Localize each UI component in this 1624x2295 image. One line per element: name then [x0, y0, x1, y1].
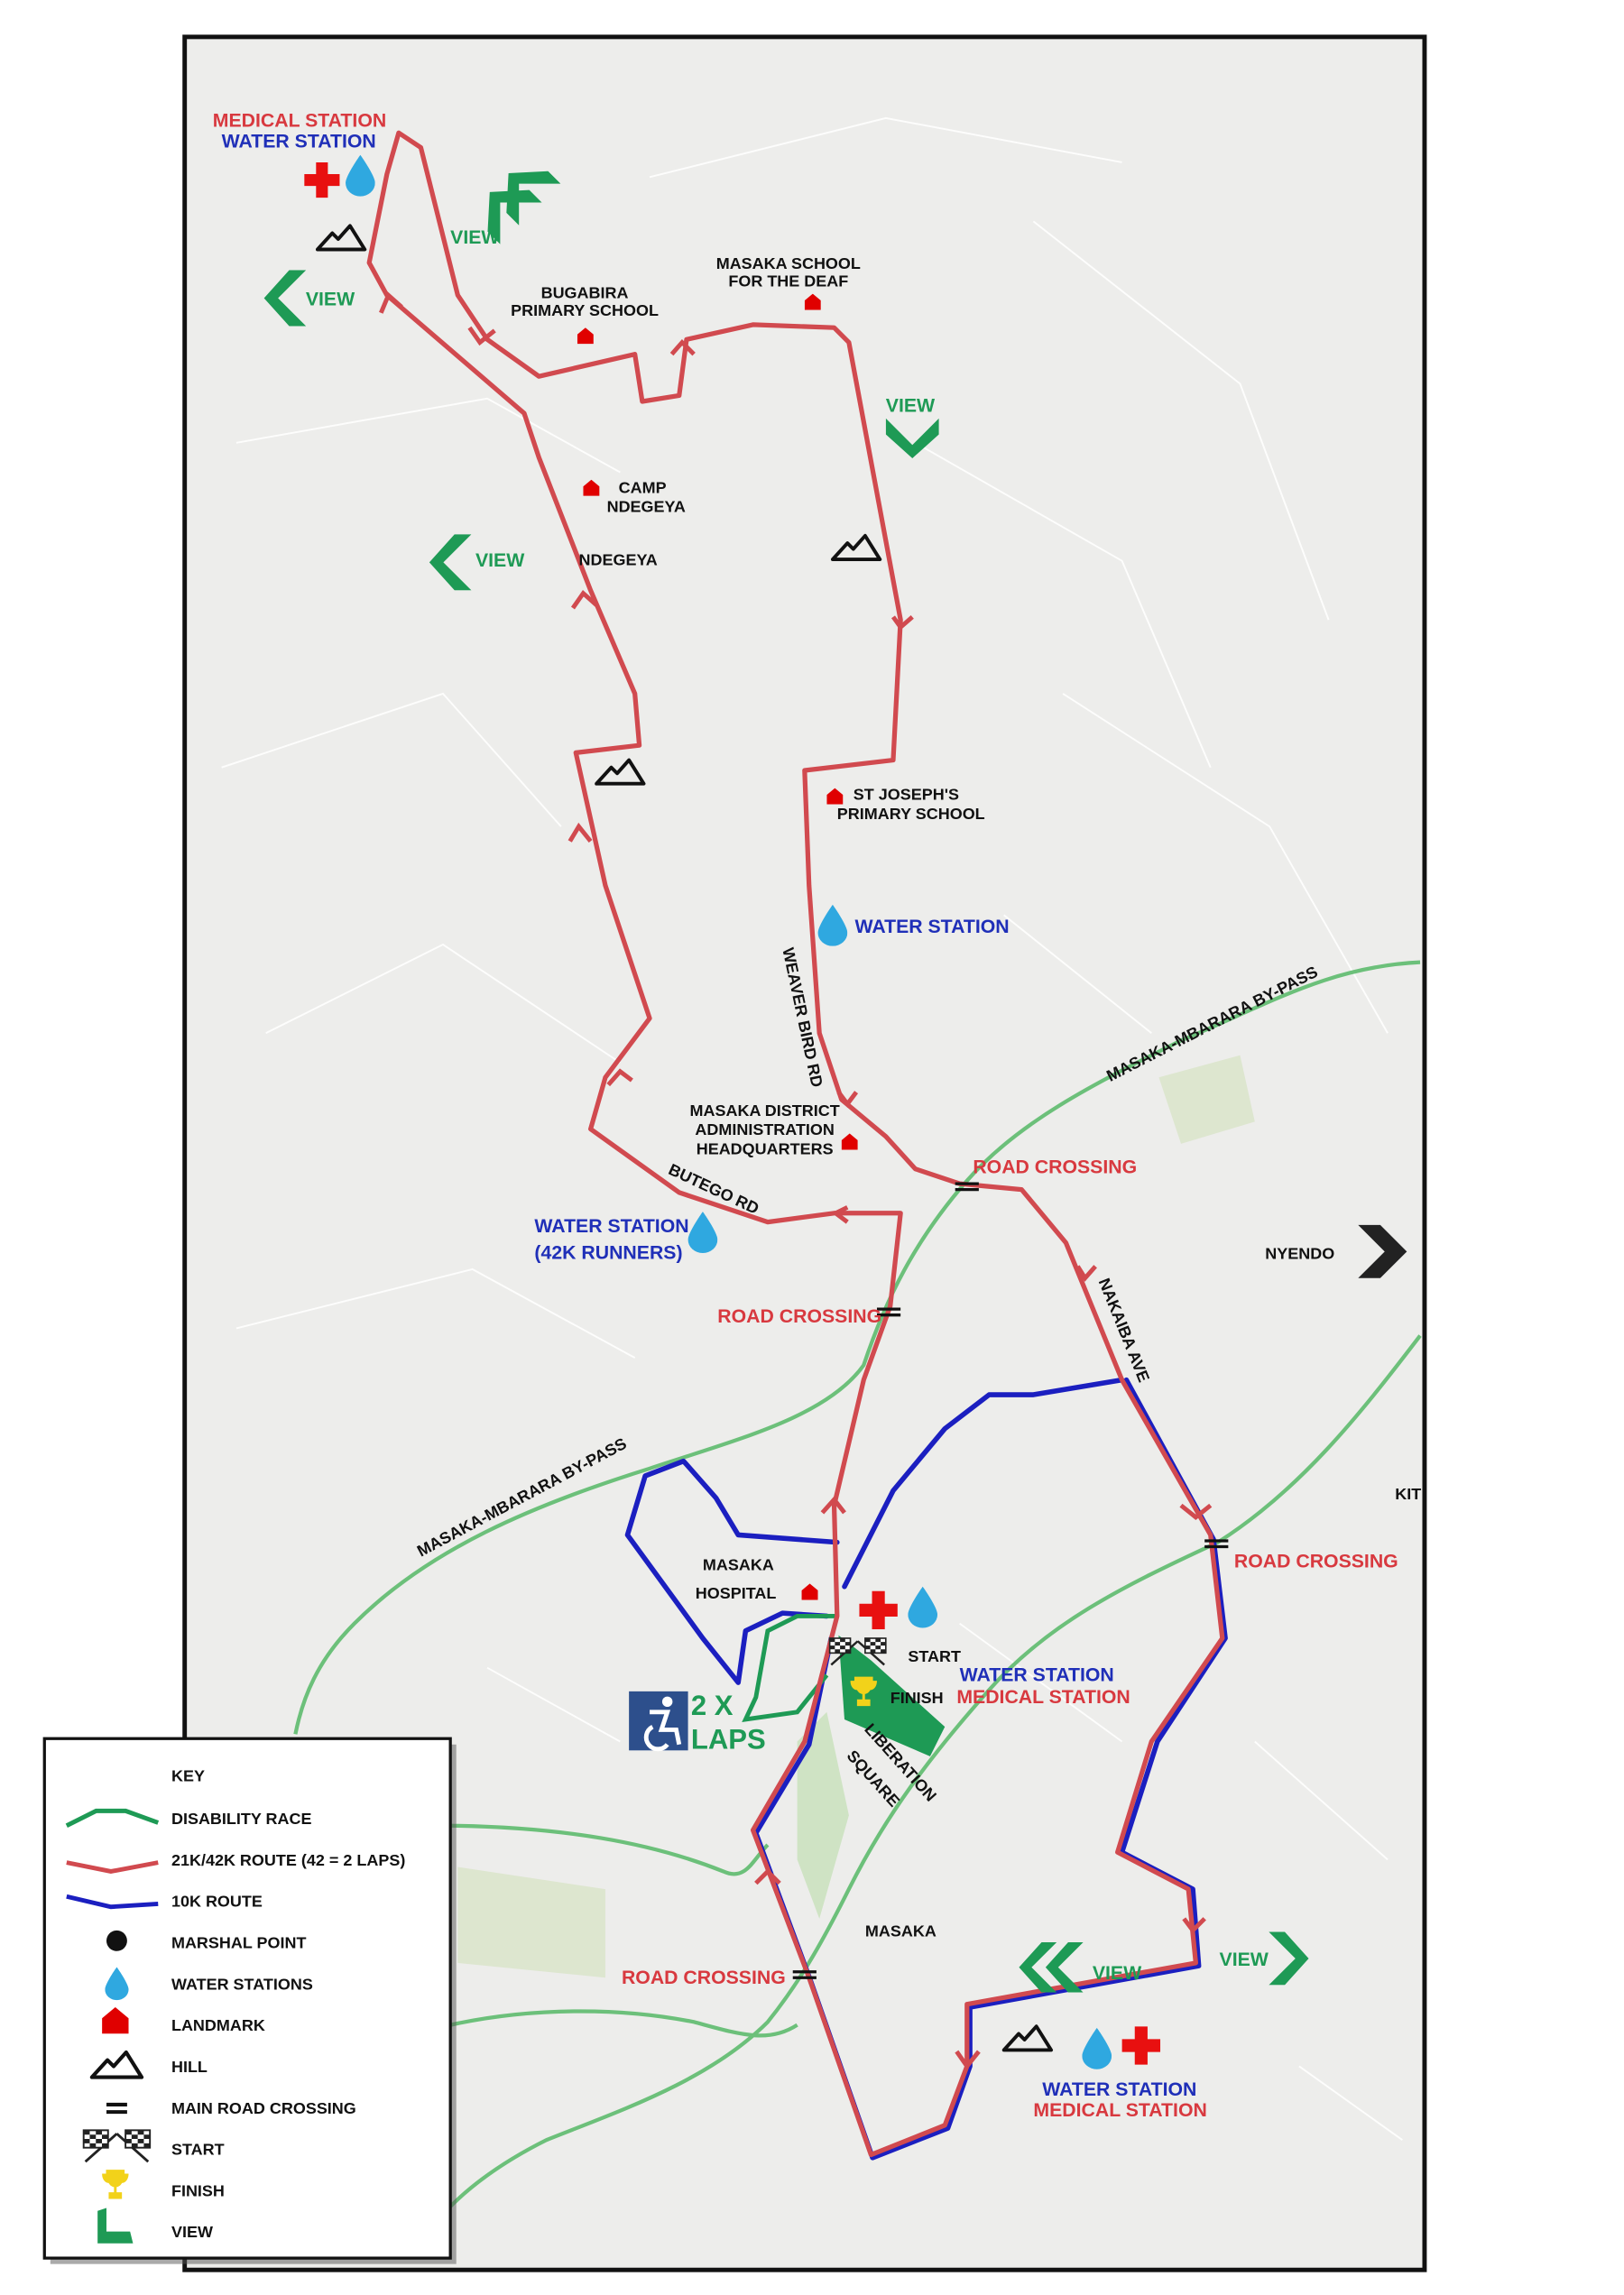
key-item-label: VIEW [171, 2223, 213, 2241]
st-josephs-label: ST JOSEPH'S [854, 786, 959, 804]
road-crossing-label: ROAD CROSSING [973, 1157, 1137, 1178]
masaka-mbarara-bypass [293, 960, 1421, 1735]
camp-ndegeya-label-line2: NDEGEYA [607, 498, 686, 516]
road-crossing-label: ROAD CROSSING [1234, 1550, 1398, 1571]
masaka-hospital-label-line2: HOSPITAL [696, 1584, 777, 1602]
key-item-label: DISABILITY RACE [171, 1810, 312, 1828]
center-water-station-label: WATER STATION [960, 1664, 1114, 1685]
key-item-label: FINISH [171, 2181, 225, 2199]
key-item-label: 10K ROUTE [171, 1893, 263, 1911]
ndegeya-area-label: NDEGEYA [579, 551, 658, 569]
key-item-label: LANDMARK [171, 2016, 265, 2034]
water-station-42k-label-line2: (42K RUNNERS) [534, 1242, 682, 1264]
water-station-42k-label: WATER STATION [534, 1215, 688, 1237]
key-blue-line-icon [66, 1894, 159, 1910]
laps-label: 2 X [691, 1690, 734, 1721]
key-item-label: START [171, 2141, 225, 2159]
nyendo-arrow-icon [1358, 1224, 1407, 1278]
camp-ndegeya-label: CAMP [619, 478, 667, 496]
key-item-label: WATER STATIONS [171, 1975, 313, 1993]
water-station-label: WATER STATION [854, 916, 1009, 937]
district-hq-label-line3: HEADQUARTERS [697, 1139, 834, 1157]
bugabira-label: BUGABIRA [541, 283, 629, 301]
masaka-hospital-label: MASAKA [703, 1556, 774, 1574]
nw-medical-station-label: MEDICAL STATION [213, 110, 386, 132]
western-road [450, 1823, 770, 1876]
road-crossing-label: ROAD CROSSING [717, 1305, 881, 1327]
key-red-line-icon [66, 1860, 159, 1874]
marshal-point-icon [106, 1930, 127, 1951]
southwest-road [449, 2009, 798, 2038]
accessibility-icon [629, 1691, 688, 1752]
disability-race-route [742, 1613, 836, 1723]
st-josephs-label-line2: PRIMARY SCHOOL [837, 805, 985, 823]
south-water-station-label: WATER STATION [1042, 2078, 1196, 2100]
laps-label-line2: LAPS [691, 1724, 766, 1756]
view-label-nw: VIEW [306, 289, 355, 310]
south-medical-station-label: MEDICAL STATION [1033, 2099, 1206, 2121]
nw-water-station-label: WATER STATION [222, 131, 376, 152]
park-area [457, 1866, 605, 1978]
deaf-school-label: MASAKA SCHOOL [716, 254, 861, 272]
main-roads [293, 960, 1422, 2208]
key-green-line-icon [65, 1808, 160, 1828]
direction-arrows [379, 291, 1213, 2070]
21k-42k-route [366, 130, 1225, 2158]
road-crossing-label: ROAD CROSSING [622, 1967, 786, 1988]
key-item-label: 21K/42K ROUTE (42 = 2 LAPS) [171, 1851, 405, 1869]
deaf-school-label-line2: FOR THE DEAF [728, 272, 848, 290]
key-item-label: HILL [171, 2058, 208, 2076]
center-medical-station-label: MEDICAL STATION [956, 1686, 1130, 1708]
start-finish-area [838, 1635, 946, 1756]
district-hq-label-line2: ADMINISTRATION [695, 1120, 835, 1138]
masaka-town-label: MASAKA [865, 1922, 937, 1940]
view-label-north: VIEW [450, 226, 500, 248]
key-item-label: MAIN ROAD CROSSING [171, 2099, 356, 2117]
key-title: KEY [171, 1767, 205, 1785]
key-item-label: MARSHAL POINT [171, 1934, 307, 1952]
kito-label: KIT [1395, 1485, 1421, 1503]
southern-road [448, 1334, 1422, 2208]
finish-label: FINISH [890, 1689, 944, 1707]
road-crossing-icon [106, 2102, 127, 2115]
road-crossing-markers [792, 1182, 1229, 1979]
view-label-ndegeya: VIEW [475, 549, 525, 571]
park-area [797, 1711, 849, 1919]
view-label-east: VIEW [886, 394, 936, 416]
street-network [221, 116, 1403, 2142]
map-key: KEY DISABILITY RACE 21K/42K ROUTE (42 = … [42, 1737, 457, 2264]
park-area [1158, 1055, 1255, 1144]
nyendo-label: NYENDO [1265, 1245, 1334, 1263]
bugabira-label-line2: PRIMARY SCHOOL [511, 301, 659, 319]
district-hq-label: MASAKA DISTRICT [690, 1101, 840, 1120]
view-label-southeast: VIEW [1220, 1949, 1269, 1970]
view-label-south: VIEW [1093, 1962, 1142, 1984]
view-icon [97, 2207, 134, 2244]
start-label: START [908, 1647, 961, 1665]
